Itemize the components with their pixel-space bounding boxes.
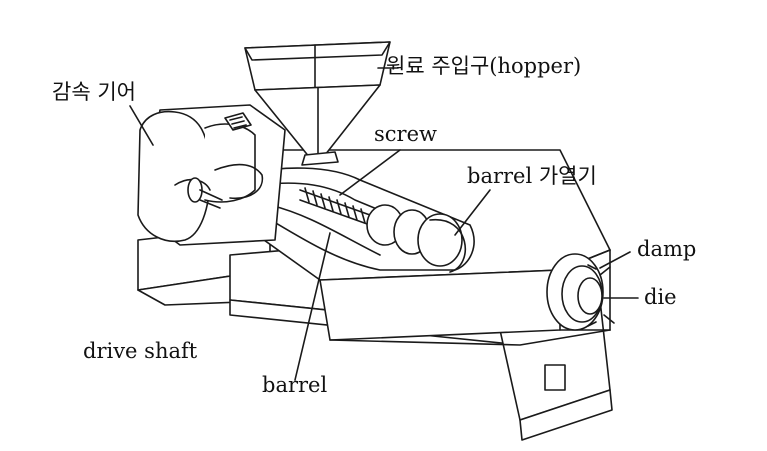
barrel-heater-label: barrel 가열기 [467,164,597,188]
die-clamp [546,253,615,331]
reduction-gear-label: 감속 기어 [52,80,136,104]
screw-label: screw [374,122,437,146]
barrel-label: barrel [262,373,328,397]
die-label: die [644,285,677,309]
damp-label: damp [637,237,697,261]
hopper-label: 원료 주입구(hopper) [386,54,582,78]
reduction-gearbox [137,104,286,246]
hopper [244,41,391,166]
leader-lines [129,67,639,381]
screw-flights [299,187,371,226]
drive-shaft-label: drive shaft [83,339,198,363]
screw-rolls [366,204,466,273]
